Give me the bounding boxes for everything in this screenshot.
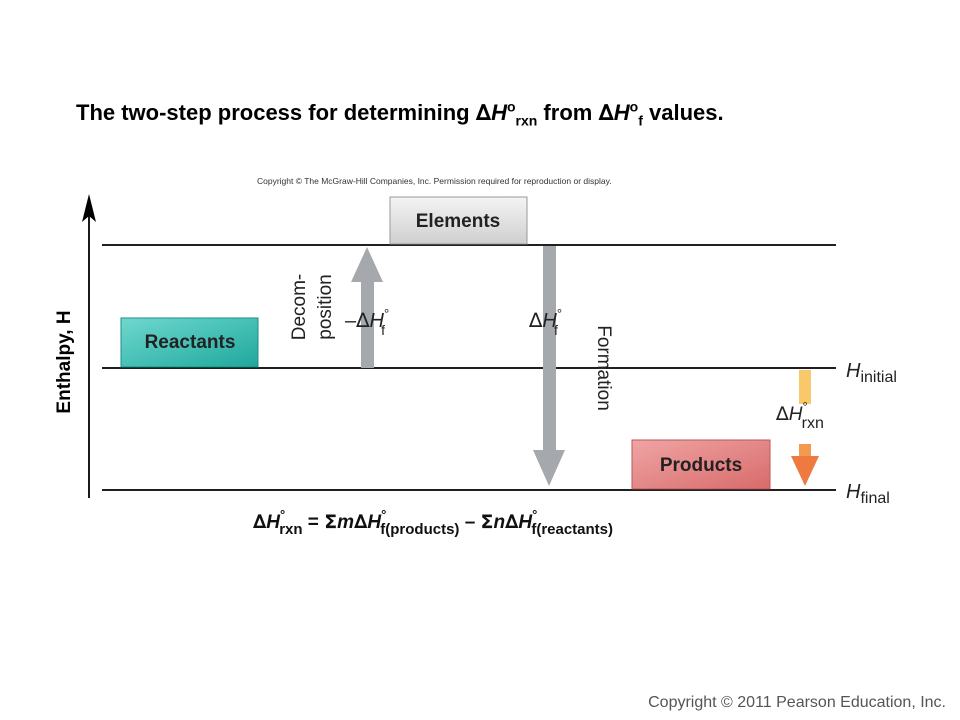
h-initial-h: H [846,360,861,382]
decomposition-label-line-1: Decom- [289,274,310,341]
h-initial-sub: initial [860,369,896,386]
eq-sub-1: f(products) [380,521,459,538]
form-sub: f [554,322,558,338]
eq-sigma-1: Σ [324,511,337,533]
title-delta-2: ∆ [598,101,614,126]
rxn-delta: ∆ [775,403,789,425]
eq-deg-1: ° [381,507,386,522]
elements-box: Elements [389,196,528,245]
formation-arrow [533,246,565,486]
decomposition-arrow [351,247,383,368]
title-sub-rxn: rxn [515,112,538,129]
rxn-deg: ° [802,399,807,414]
delta-h-rxn-arrow [791,370,819,486]
title-suffix: values. [642,100,724,125]
eq-lhs-deg: ° [280,507,285,522]
eq-h-1: H [367,512,382,533]
h-final-sub: final [860,490,889,507]
formation-symbol: ∆H°f [528,306,562,338]
formation-label: Formation [593,325,614,411]
footer-copyright: Copyright © 2011 Pearson Education, Inc. [648,694,946,711]
rxn-h: H [789,404,803,425]
eq-minus: – [459,512,480,533]
page-title: The two-step process for determining ∆Ho… [76,98,724,129]
eq-lhs-sub: rxn [279,521,302,538]
form-h: H [542,310,557,332]
decomp-h: H [370,310,385,332]
eq-m: m [337,512,354,533]
enthalpy-equation: ∆H°rxn = Σm∆H°f(products) – Σn∆H°f(react… [253,507,613,538]
reactants-label: Reactants [145,332,236,353]
reactants-box: Reactants [120,317,259,368]
decomp-deg: ° [384,306,389,321]
h-initial-label: Hinitial [846,360,897,386]
form-deg: ° [557,306,562,321]
title-delta-1: ∆ [475,101,492,126]
eq-delta-1: ∆ [354,511,368,533]
title-mid: from [537,100,599,125]
eq-equals: = [303,512,325,533]
elements-label: Elements [416,211,500,232]
eq-lhs-delta: ∆ [253,511,267,533]
h-final-label: Hfinal [846,481,890,507]
eq-lhs-h: H [266,512,281,533]
title-deg-2: o [629,98,639,115]
decomposition-symbol: –∆H°f [345,306,389,338]
eq-delta-2: ∆ [505,511,519,533]
eq-h-2: H [518,512,533,533]
rxn-sub: rxn [802,415,824,432]
axis-arrowhead-icon [82,194,96,222]
decomp-minus: – [345,310,357,332]
title-sub-f: f [638,112,643,129]
title-prefix: The two-step process for determining [76,100,476,125]
products-label: Products [660,455,742,476]
title-deg-1: o [506,98,516,115]
eq-n: n [494,512,506,533]
h-final-h: H [846,481,861,503]
eq-sub-2: f(reactants) [531,521,613,538]
eq-sigma-2: Σ [481,511,494,533]
title-h-1: H [491,100,507,125]
copyright-credit: Copyright © The McGraw-Hill Companies, I… [257,176,612,186]
title-h-2: H [613,100,630,125]
axis-label: Enthalpy, H [54,310,75,413]
decomposition-label-line-2: position [315,274,336,340]
products-box: Products [631,439,771,490]
form-delta: ∆ [528,308,543,332]
decomp-delta: ∆ [355,308,370,332]
eq-deg-2: ° [532,507,537,522]
delta-h-rxn-symbol: ∆H°rxn [775,399,824,432]
decomp-sub: f [381,322,385,338]
